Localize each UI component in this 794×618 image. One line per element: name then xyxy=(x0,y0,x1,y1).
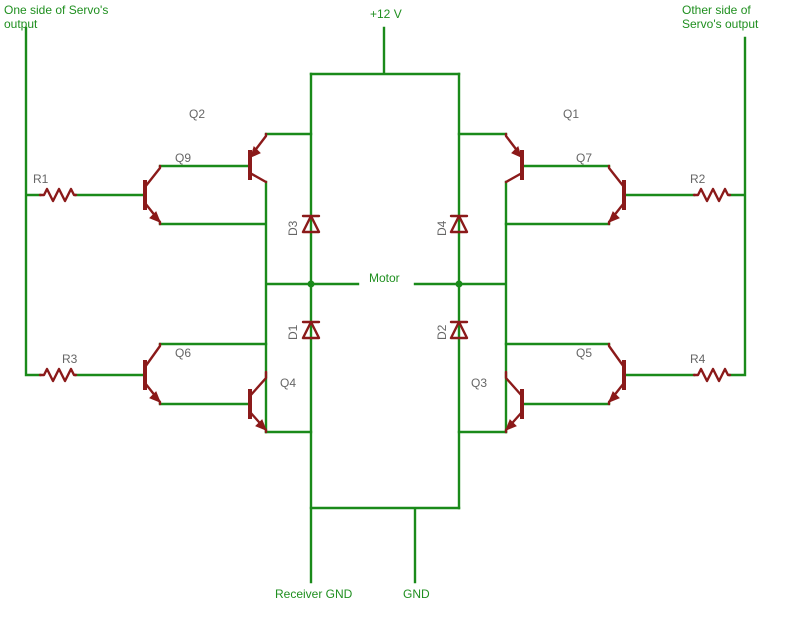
label-r2: R2 xyxy=(690,172,706,186)
junction-right xyxy=(455,280,463,288)
label-q3: Q3 xyxy=(471,376,487,390)
supply-label: +12 V xyxy=(370,7,402,21)
resistor-r1 xyxy=(38,187,78,203)
label-q1: Q1 xyxy=(563,107,579,121)
left-input-label-line2: output xyxy=(4,17,38,31)
junctions xyxy=(307,280,463,288)
resistor-r3 xyxy=(38,367,78,383)
diode-d4 xyxy=(449,214,469,234)
label-q7: Q7 xyxy=(576,151,592,165)
label-r1: R1 xyxy=(33,172,49,186)
label-q2: Q2 xyxy=(189,107,205,121)
label-q6: Q6 xyxy=(175,346,191,360)
resistor-r2 xyxy=(692,187,732,203)
wires xyxy=(24,26,747,584)
label-q4: Q4 xyxy=(280,376,296,390)
transistor-q6 xyxy=(143,342,162,406)
label-q5: Q5 xyxy=(576,346,592,360)
receiver-gnd-label: Receiver GND xyxy=(275,587,353,601)
diode-d3 xyxy=(301,214,321,234)
diode-d1 xyxy=(301,320,321,340)
transistor-q5 xyxy=(607,342,626,406)
label-d4: D4 xyxy=(435,220,449,236)
diode-d2 xyxy=(449,320,469,340)
right-input-label-line1: Other side of xyxy=(682,3,751,17)
label-r3: R3 xyxy=(62,352,78,366)
label-d2: D2 xyxy=(435,324,449,340)
label-d3: D3 xyxy=(286,220,300,236)
transistor-q3 xyxy=(504,370,524,434)
junction-left xyxy=(307,280,315,288)
right-input-label-line2: Servo's output xyxy=(682,17,759,31)
transistor-q7 xyxy=(607,164,626,226)
label-q9: Q9 xyxy=(175,151,191,165)
label-r4: R4 xyxy=(690,352,706,366)
transistor-q9 xyxy=(143,164,162,226)
left-input-label-line1: One side of Servo's xyxy=(4,3,108,17)
transistor-q4 xyxy=(248,370,268,434)
transistor-q1 xyxy=(504,132,524,184)
resistor-r4 xyxy=(692,367,732,383)
gnd-label: GND xyxy=(403,587,430,601)
transistor-q2 xyxy=(248,132,268,184)
motor-label: Motor xyxy=(369,271,400,285)
label-d1: D1 xyxy=(286,324,300,340)
